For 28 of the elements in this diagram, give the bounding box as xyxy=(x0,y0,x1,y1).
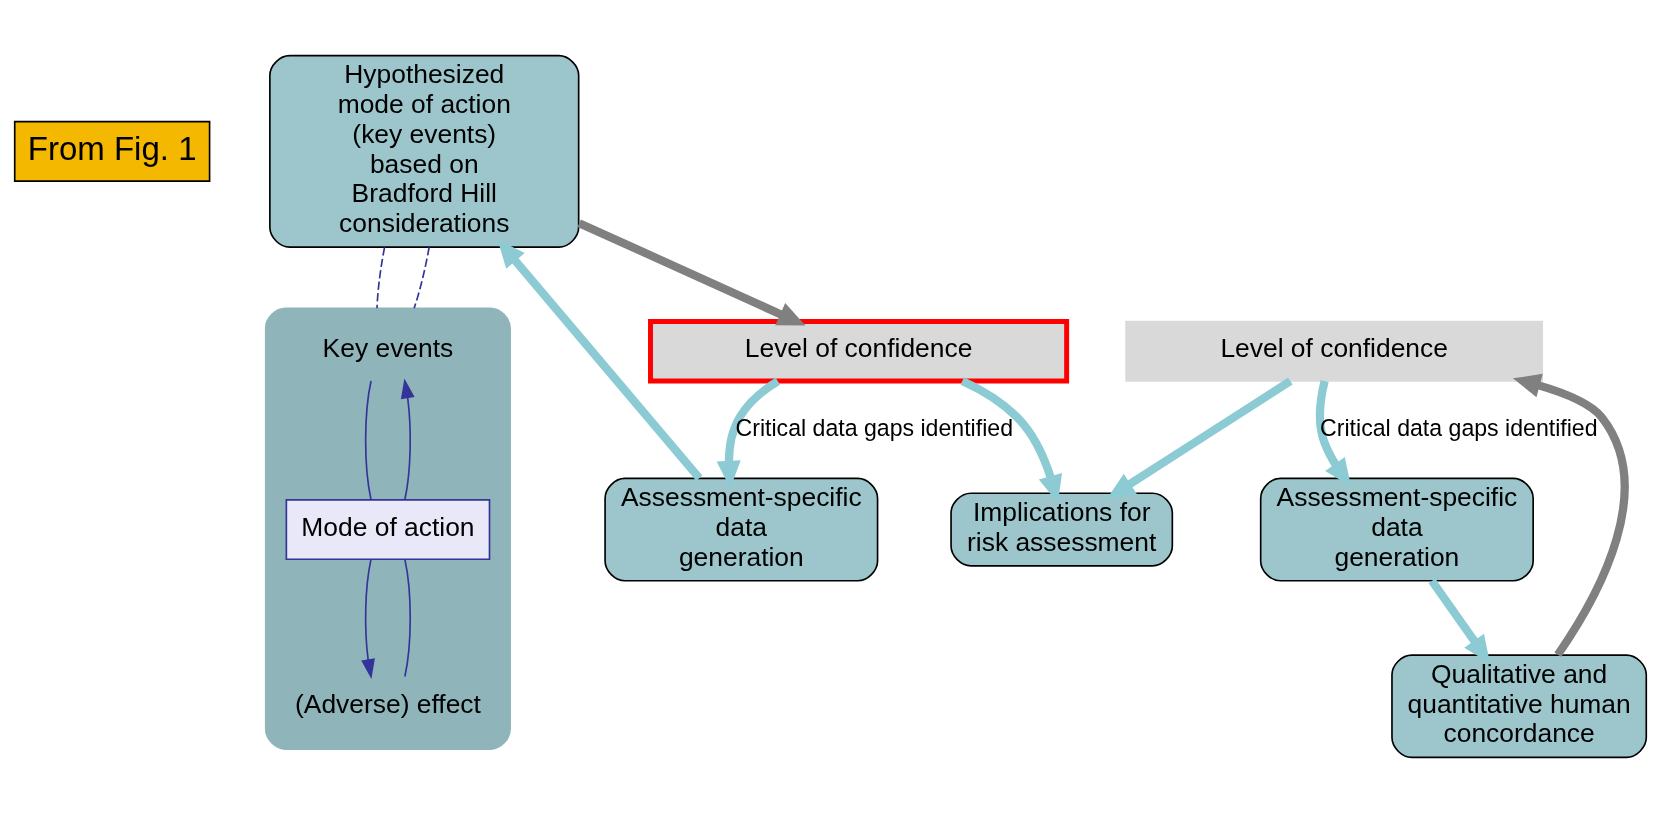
connector xyxy=(364,380,372,501)
node-text: (Adverse) effect xyxy=(294,688,481,719)
arrow xyxy=(1428,578,1491,664)
arrow xyxy=(1107,377,1293,499)
node-box: Mode of action xyxy=(285,499,491,561)
connector xyxy=(404,559,412,678)
arrow xyxy=(716,377,780,489)
arrow xyxy=(1315,380,1352,487)
arrow xyxy=(960,377,1063,503)
arrow xyxy=(577,219,806,326)
cluster xyxy=(264,307,511,750)
edge-label: Critical data gaps identified xyxy=(735,414,1013,441)
node-box: Level of confidence xyxy=(648,319,1070,384)
arrow xyxy=(497,239,703,481)
node-box: Implications for risk assessment xyxy=(950,492,1174,567)
arrow xyxy=(400,378,415,501)
node-box: Hypothesized mode of action (key events) based on Bradford Hill considerations xyxy=(269,54,580,248)
node-box: Assessment-specific data generation xyxy=(1259,477,1534,582)
arrow xyxy=(1512,373,1629,658)
connector xyxy=(376,246,386,310)
node-box: Level of confidence xyxy=(1125,320,1544,382)
edge-label: Critical data gaps identified xyxy=(1320,414,1598,441)
connector xyxy=(413,246,430,310)
node-box: Qualitative and quantitative human concordance xyxy=(1391,654,1648,759)
node-box: Assessment-specific data generation xyxy=(604,477,879,582)
node-box: From Fig. 1 xyxy=(13,120,211,182)
node-text: Key events xyxy=(322,333,454,364)
arrow xyxy=(361,559,375,679)
